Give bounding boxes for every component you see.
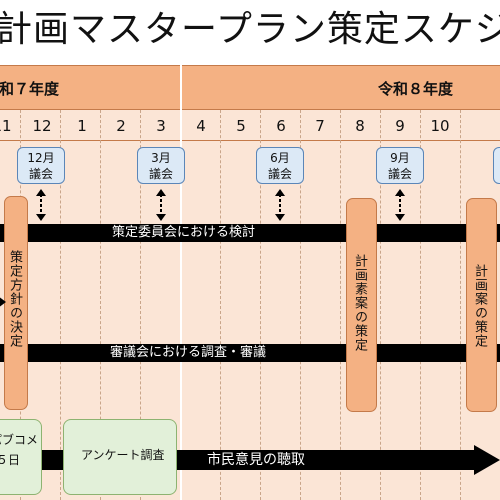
grid-line — [220, 110, 221, 500]
fiscal-divider — [180, 65, 182, 500]
double-arrow-icon — [395, 189, 405, 221]
month-label: 7 — [315, 117, 325, 135]
grid-line — [100, 110, 101, 500]
pubcomment-line2: ５日 — [0, 453, 21, 467]
year-band-second: 令和８年度 — [181, 65, 500, 110]
double-arrow-icon — [156, 189, 166, 221]
grid-line — [260, 110, 261, 500]
grid-line — [420, 110, 421, 500]
council-label: 議会 — [28, 167, 53, 181]
pubcomment-line1: パブコメ — [0, 433, 39, 447]
plan-decision-label: 計画案の策定 — [472, 264, 487, 348]
public-opinion-label: 市民意見の聴取 — [207, 452, 305, 468]
draft-plan-box — [346, 198, 377, 412]
policy-decision-box — [4, 196, 28, 410]
council-month: 12月 — [27, 151, 55, 165]
council-box-mar: 3月 議会 — [137, 147, 185, 184]
month-row — [0, 110, 500, 141]
committee-label: 策定委員会における検討 — [112, 225, 256, 240]
council-label: 議会 — [148, 167, 173, 181]
policy-decision-label: 策定方針の決定 — [7, 250, 22, 348]
grid-line — [60, 110, 61, 500]
year-label-first: 和７年度 — [0, 80, 60, 98]
month-label: 10 — [430, 117, 450, 135]
council-month: 9月 — [390, 151, 410, 165]
council-box-partial — [493, 147, 500, 184]
council-month: 3月 — [151, 151, 171, 165]
council-label: 議会 — [387, 167, 412, 181]
month-label: 2 — [116, 117, 126, 135]
grid-line — [300, 110, 301, 500]
year-band-first: 和７年度 — [0, 65, 181, 110]
month-label: 9 — [395, 117, 405, 135]
arrow-right-icon — [0, 297, 6, 307]
pubcomment-box — [0, 419, 42, 495]
council-month: 6月 — [270, 151, 290, 165]
grid-line — [340, 110, 341, 500]
council-label: 議会 — [267, 167, 292, 181]
plan-decision-box — [466, 198, 497, 412]
month-label: 6 — [276, 117, 286, 135]
title-area: 計画マスタープラン策定スケジュール — [0, 0, 500, 60]
survey-box — [63, 419, 177, 495]
council-box-sep: 9月 議会 — [376, 147, 424, 184]
month-label: 12 — [32, 117, 52, 135]
month-label: 3 — [156, 117, 166, 135]
council-box-dec: 12月 議会 — [17, 147, 65, 184]
council-review-label: 審議会における調査・審議 — [110, 345, 267, 360]
double-arrow-icon — [275, 189, 285, 221]
grid-line — [140, 110, 141, 500]
grid-line — [380, 110, 381, 500]
council-box-jun: 6月 議会 — [256, 147, 304, 184]
month-label: 1 — [77, 117, 87, 135]
grid-line — [460, 110, 461, 500]
survey-label: アンケート調査 — [81, 448, 165, 462]
month-label: 8 — [355, 117, 365, 135]
draft-plan-label: 計画素案の策定 — [352, 254, 367, 352]
year-label-second: 令和８年度 — [378, 80, 454, 98]
double-arrow-icon — [36, 189, 46, 221]
month-label: 4 — [196, 117, 206, 135]
page-title: 計画マスタープラン策定スケジュール — [0, 9, 500, 50]
month-label: 5 — [236, 117, 246, 135]
month-label: 11 — [0, 117, 12, 135]
